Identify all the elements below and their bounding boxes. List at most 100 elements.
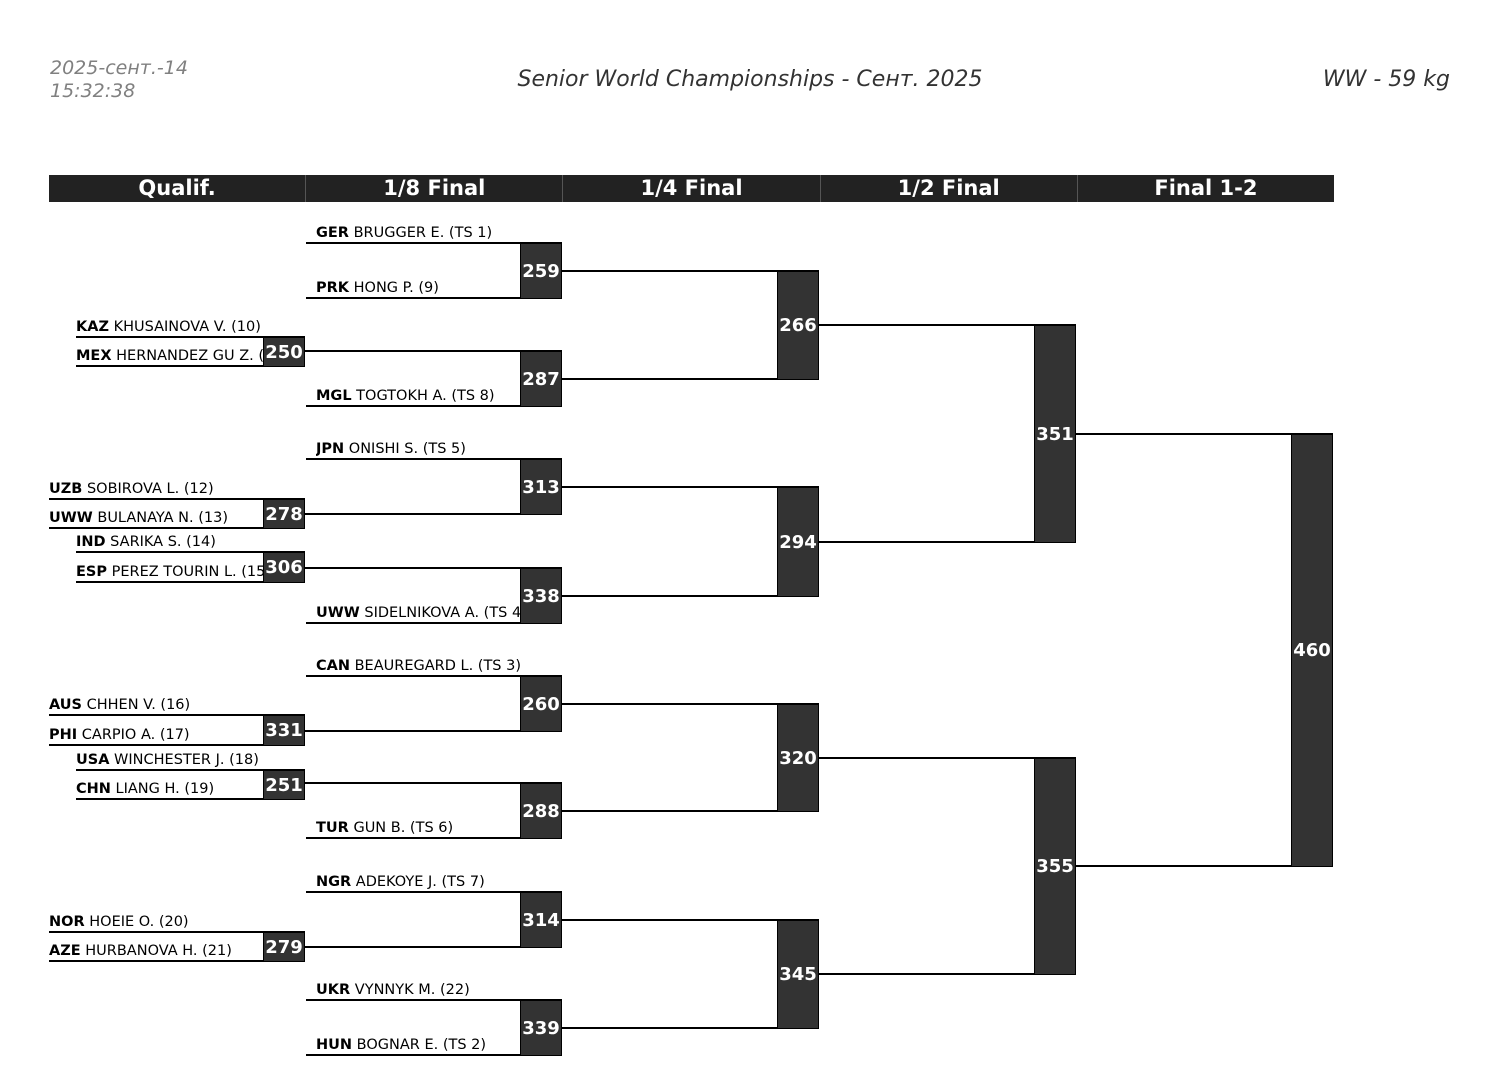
athlete-name: KHUSAINOVA V. (10)	[108, 319, 261, 335]
athlete-nation: UZB	[49, 481, 83, 497]
connector-line	[306, 513, 562, 515]
athlete-nation: AZE	[49, 943, 81, 959]
weight-category: WW - 59 kg	[1322, 67, 1450, 92]
connector-line	[49, 498, 305, 500]
connector-line	[306, 405, 562, 407]
bout-number: 320	[777, 704, 819, 812]
connector-line	[76, 769, 305, 771]
athlete-nation: ESP	[76, 564, 107, 580]
connector-line	[306, 567, 562, 569]
athlete-name: SOBIROVA L. (12)	[82, 481, 214, 497]
round-qualif: Qualif.	[49, 175, 307, 202]
athlete-name: BULANAYA N. (13)	[92, 510, 228, 526]
athlete-entry: UKR VYNNYK M. (22)	[316, 981, 470, 999]
athlete-entry: JPN ONISHI S. (TS 5)	[316, 440, 466, 458]
athlete-name: ADEKOYE J. (TS 7)	[351, 874, 485, 890]
athlete-nation: HUN	[316, 1037, 353, 1053]
connector-line	[49, 714, 305, 716]
athlete-nation: PHI	[49, 727, 78, 743]
connector-line	[305, 350, 310, 352]
bout-number: 279	[263, 932, 305, 962]
bout-number: 313	[520, 459, 562, 515]
bout-number: 314	[520, 892, 562, 948]
athlete-nation: IND	[76, 534, 106, 550]
connector-line	[306, 297, 562, 299]
athlete-nation: JPN	[316, 441, 345, 457]
connector-line	[1076, 865, 1333, 867]
athlete-entry: KAZ KHUSAINOVA V. (10)	[76, 318, 261, 336]
bout-number: 345	[777, 920, 819, 1029]
bout-number: 306	[263, 552, 305, 583]
connector-line	[562, 378, 819, 380]
bout-number: 266	[777, 271, 819, 380]
connector-line	[306, 891, 562, 893]
athlete-entry: MEX HERNANDEZ GU Z. (11)	[76, 347, 263, 365]
connector-line	[306, 622, 562, 624]
connector-line	[306, 946, 562, 948]
athlete-name: BOGNAR E. (TS 2)	[352, 1037, 487, 1053]
connector-line	[306, 458, 562, 460]
athlete-name: SIDELNIKOVA A. (TS 4)	[359, 605, 526, 621]
connector-line	[819, 757, 1076, 759]
connector-line	[305, 567, 310, 569]
athlete-entry: AZE HURBANOVA H. (21)	[49, 942, 232, 960]
connector-line	[305, 782, 310, 784]
athlete-name: PEREZ TOURIN L. (15)	[106, 564, 263, 580]
athlete-entry: AUS CHHEN V. (16)	[49, 696, 190, 714]
athlete-name: CARPIO A. (17)	[77, 727, 190, 743]
connector-line	[76, 336, 305, 338]
round-final: Final 1-2	[1154, 176, 1258, 200]
bout-number: 288	[520, 783, 562, 839]
bout-number: 259	[520, 243, 562, 299]
connector-line	[76, 798, 305, 800]
athlete-name: BEAUREGARD L. (TS 3)	[350, 658, 521, 674]
athlete-nation: PRK	[316, 280, 350, 296]
athlete-entry: UWW BULANAYA N. (13)	[49, 509, 228, 527]
athlete-name: CHHEN V. (16)	[82, 697, 191, 713]
athlete-nation: CHN	[76, 781, 111, 797]
connector-line	[306, 350, 562, 352]
bout-number: 460	[1291, 434, 1333, 867]
athlete-name: SARIKA S. (14)	[105, 534, 216, 550]
athlete-name: HONG P. (9)	[349, 280, 439, 296]
connector-line	[76, 365, 305, 367]
connector-line	[305, 730, 310, 732]
connector-line	[819, 541, 1076, 543]
connector-line	[562, 810, 819, 812]
print-datetime: 2025-сент.-14 15:32:38	[50, 57, 188, 103]
connector-line	[49, 527, 305, 529]
athlete-name: WINCHESTER J. (18)	[109, 752, 259, 768]
athlete-entry: PRK HONG P. (9)	[316, 279, 439, 297]
athlete-name: ONISHI S. (TS 5)	[344, 441, 466, 457]
athlete-nation: NOR	[49, 914, 85, 930]
bout-number: 250	[263, 337, 305, 367]
athlete-name: VYNNYK M. (22)	[350, 982, 470, 998]
round-semi-final: 1/2 Final	[821, 175, 1078, 202]
bout-number: 339	[520, 1000, 562, 1056]
bout-number: 278	[263, 499, 305, 529]
bout-number: 260	[520, 676, 562, 732]
athlete-entry: ESP PEREZ TOURIN L. (15)	[76, 563, 263, 581]
connector-line	[306, 837, 562, 839]
athlete-entry: NGR ADEKOYE J. (TS 7)	[316, 873, 485, 891]
athlete-entry: TUR GUN B. (TS 6)	[316, 819, 453, 837]
athlete-entry: UZB SOBIROVA L. (12)	[49, 480, 214, 498]
connector-line	[306, 1054, 562, 1056]
athlete-nation: UWW	[316, 605, 360, 621]
round-quarter-final: 1/4 Final	[563, 175, 821, 202]
connector-line	[819, 973, 1076, 975]
athlete-entry: USA WINCHESTER J. (18)	[76, 751, 259, 769]
athlete-entry: HUN BOGNAR E. (TS 2)	[316, 1036, 486, 1054]
connector-line	[305, 946, 310, 948]
bout-number: 287	[520, 351, 562, 407]
athlete-nation: CAN	[316, 658, 350, 674]
athlete-entry: IND SARIKA S. (14)	[76, 533, 216, 551]
athlete-entry: NOR HOEIE O. (20)	[49, 913, 189, 931]
connector-line	[76, 581, 305, 583]
athlete-nation: UKR	[316, 982, 351, 998]
connector-line	[76, 551, 305, 553]
connector-line	[306, 675, 562, 677]
bout-number: 294	[777, 487, 819, 597]
athlete-name: HURBANOVA H. (21)	[80, 943, 232, 959]
connector-line	[562, 919, 819, 921]
